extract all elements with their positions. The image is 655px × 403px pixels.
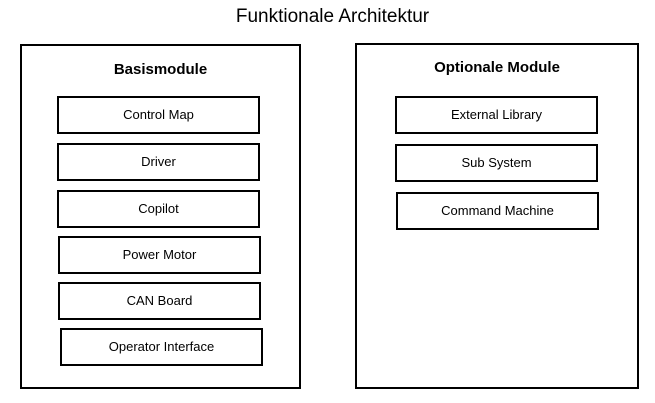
module-operator-interface: Operator Interface [60,328,263,366]
basismodule-heading: Basismodule [113,61,208,78]
module-external-library: External Library [395,96,598,134]
module-copilot: Copilot [57,190,260,228]
optionale-module-panel: Optionale Module External Library Sub Sy… [355,43,639,389]
module-power-motor: Power Motor [58,236,261,274]
optionale-module-heading: Optionale Module [434,59,560,76]
module-can-board: CAN Board [58,282,261,320]
module-command-machine: Command Machine [396,192,599,230]
basismodule-panel: Basismodule Control Map Driver Copilot P… [20,44,301,389]
module-control-map: Control Map [57,96,260,134]
module-sub-system: Sub System [395,144,598,182]
module-driver: Driver [57,143,260,181]
diagram-title: Funktionale Architektur [235,6,430,27]
